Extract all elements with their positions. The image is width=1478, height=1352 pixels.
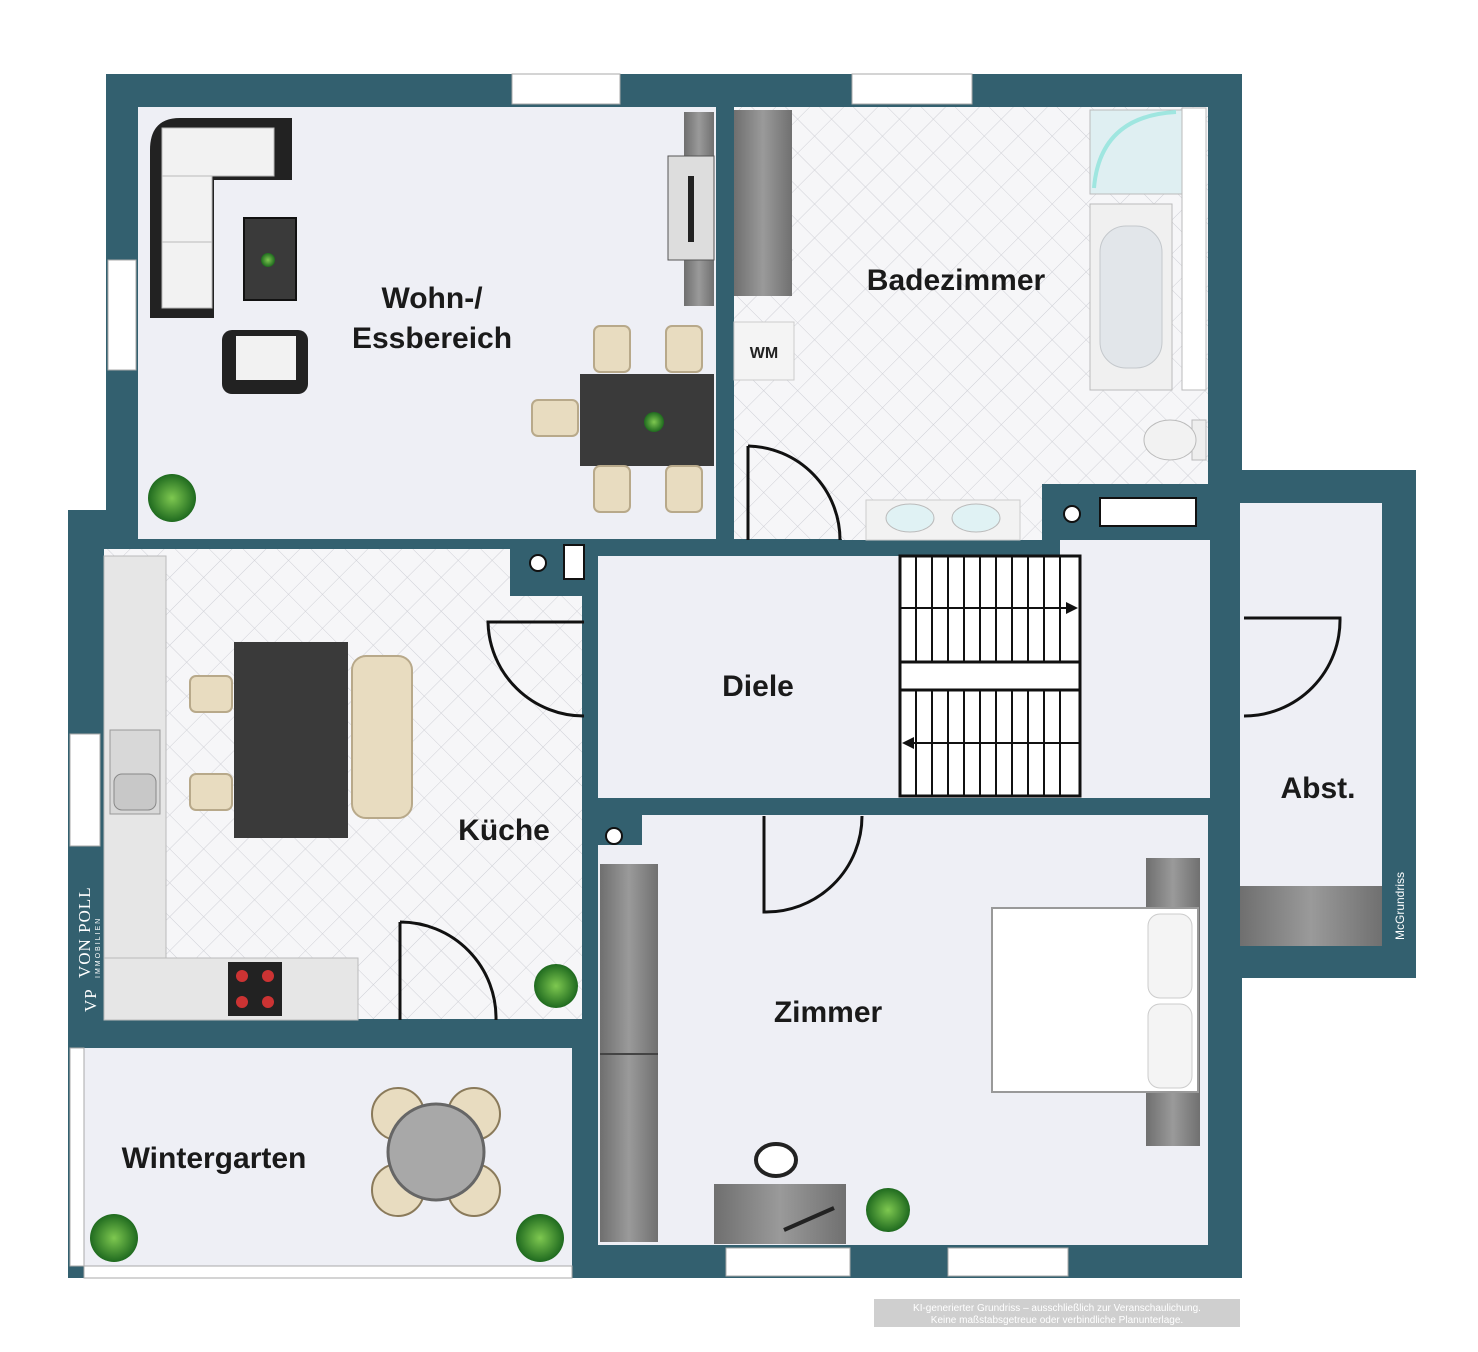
- plant-winter-left: [90, 1214, 138, 1262]
- windows: [69, 73, 1069, 1279]
- dining-chairs: [531, 325, 703, 513]
- credit-label: McGrundriss: [1393, 872, 1407, 940]
- floor-winter: [84, 1048, 572, 1266]
- kitchen-bench: [189, 655, 413, 819]
- disclaimer-box: KI-generierter Grundriss – ausschließlic…: [874, 1299, 1240, 1327]
- double-sink: [865, 499, 1021, 541]
- desk: [714, 1142, 846, 1244]
- disclaimer-line1: KI-generierter Grundriss – ausschließlic…: [913, 1303, 1201, 1314]
- coffee-table: [243, 217, 297, 301]
- kitchen-sink: [109, 729, 161, 815]
- wardrobe: [600, 864, 658, 1242]
- room-label-abst: Abst.: [1281, 772, 1356, 805]
- round-table: [371, 1087, 501, 1217]
- bath-cabinet: [734, 110, 792, 296]
- room-label-wohn-line1: Wohn-/: [381, 282, 483, 315]
- toilet: [1143, 419, 1207, 461]
- brand-logo: VP VON POLL IMMOBILIEN: [75, 886, 102, 1012]
- floor-diele-ext: [1060, 540, 1210, 560]
- room-label-diele: Diele: [722, 670, 794, 703]
- brand-sub: IMMOBILIEN: [95, 917, 102, 978]
- tv-unit: [667, 112, 715, 306]
- plant-wohn: [148, 474, 196, 522]
- room-label-wintergarten: Wintergarten: [122, 1142, 307, 1175]
- plant-winter-right: [516, 1214, 564, 1262]
- room-label-zimmer: Zimmer: [774, 996, 883, 1029]
- brand-initials: VP: [81, 988, 100, 1012]
- plant-zimmer: [866, 1188, 910, 1232]
- room-label-kueche: Küche: [458, 814, 550, 847]
- wm-label: WM: [750, 345, 778, 362]
- stairs: [898, 554, 1082, 798]
- storage-shelf: [1240, 886, 1382, 946]
- floor-abst: [1240, 503, 1382, 946]
- cooktop: [228, 962, 282, 1016]
- disclaimer-line2: Keine maßstabsgetreue oder verbindliche …: [931, 1315, 1183, 1326]
- plant-kueche: [534, 964, 578, 1008]
- sofa: [150, 118, 292, 318]
- room-label-wohn-line2: Essbereich: [352, 322, 512, 355]
- kitchen-island: [234, 642, 348, 838]
- bathtub: [1089, 107, 1207, 391]
- armchair: [222, 330, 308, 394]
- washing-machine: WM: [733, 321, 795, 381]
- dining-table: [580, 374, 714, 466]
- brand-name: VON POLL: [75, 886, 94, 978]
- shower: [1089, 109, 1183, 195]
- wall-fixtures: [510, 484, 1210, 845]
- room-label-bad: Badezimmer: [867, 264, 1046, 297]
- bed: [991, 858, 1200, 1146]
- doors: [398, 444, 1342, 1021]
